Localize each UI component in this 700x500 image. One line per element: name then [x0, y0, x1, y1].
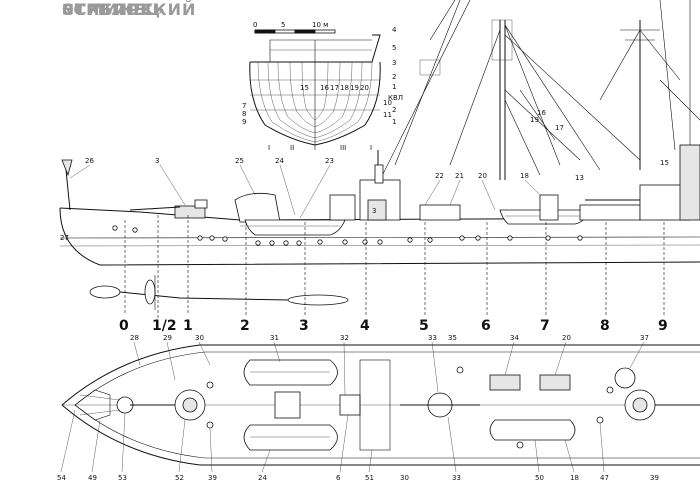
plan-label: 29	[163, 334, 172, 342]
scale-mid: 5	[281, 21, 285, 29]
stations: 0 1/2 1 2 3 4 5 6 7 8 9	[119, 215, 668, 334]
plan-label: 52	[175, 474, 184, 482]
body-plan-label: 17	[330, 84, 339, 92]
body-plan-label: 5	[392, 44, 396, 52]
body-plan-label: КВЛ	[388, 94, 403, 102]
station-number: 1	[183, 318, 193, 334]
rigging-label: 17	[555, 124, 564, 132]
side-label: 20	[478, 172, 487, 180]
title-line-1: ЭСМИНЕЦ	[62, 0, 161, 19]
body-plan-label: 11	[383, 111, 392, 119]
plan-label: 30	[400, 474, 409, 482]
body-plan-label: 9	[242, 118, 246, 126]
station-number: 1/2	[152, 318, 177, 334]
body-plan: 0 5 10 м 4 5 3 2 1 КВЛ I II III I	[242, 21, 403, 152]
side-label: 25	[235, 157, 244, 165]
plan-label: 32	[340, 334, 349, 342]
body-plan-label: 18	[340, 84, 349, 92]
plan-label: 24	[258, 474, 267, 482]
station-number: 6	[481, 318, 491, 334]
station-number: 9	[658, 318, 668, 334]
body-plan-label: 1	[392, 118, 396, 126]
plan-label: 37	[640, 334, 649, 342]
deck-plan: 28 29 30 31 32 33 35 34 20 37 54 49 53 5…	[57, 334, 700, 482]
station-number: 5	[419, 318, 429, 334]
scale-bar: 0 5 10 м	[253, 21, 336, 34]
boats	[234, 192, 591, 236]
portholes	[112, 225, 583, 246]
rigging: 16 19 17 13 15	[379, 0, 700, 182]
plan-label: 30	[195, 334, 204, 342]
side-label: 18	[520, 172, 529, 180]
side-profile: 3 26 3 25 24 23 22 21 20 18 27	[59, 144, 700, 310]
body-plan-label: 16	[320, 84, 329, 92]
plan-label: 53	[118, 474, 127, 482]
plan-label: 50	[535, 474, 544, 482]
plan-label: 33	[428, 334, 437, 342]
title-line-3: СТРЕЛОК»	[62, 0, 166, 19]
station-number: 8	[600, 318, 610, 334]
plan-label: 39	[208, 474, 217, 482]
plan-label: 34	[510, 334, 519, 342]
station-number: 4	[360, 318, 370, 334]
side-label: 24	[275, 157, 284, 165]
side-label: 3	[155, 157, 159, 165]
body-plan-label: 10	[383, 99, 392, 107]
side-label: 27	[60, 234, 69, 242]
plan-label: 31	[270, 334, 279, 342]
superstructure-label: 3	[372, 207, 376, 215]
plan-label: 20	[562, 334, 571, 342]
station-number: 7	[540, 318, 550, 334]
body-plan-label: 1	[392, 83, 396, 91]
plan-label: 47	[600, 474, 609, 482]
plan-label: 6	[336, 474, 341, 482]
plan-label: 39	[650, 474, 659, 482]
rigging-label: 13	[575, 174, 584, 182]
scale-end: 10 м	[312, 21, 328, 29]
plan-label: 18	[570, 474, 579, 482]
plan-label: 54	[57, 474, 66, 482]
body-plan-label: 19	[350, 84, 359, 92]
body-plan-label: 4	[392, 26, 397, 34]
side-label: 23	[325, 157, 334, 165]
rigging-label: 15	[660, 159, 669, 167]
side-label: 21	[455, 172, 464, 180]
body-plan-label: I	[370, 144, 372, 152]
title-line-2: «СИБИРСКИЙ	[62, 0, 197, 19]
rigging-label: 16	[537, 109, 546, 117]
body-plan-label: I	[268, 144, 270, 152]
rigging-label: 19	[530, 116, 539, 124]
plan-label: 33	[452, 474, 461, 482]
station-number: 0	[119, 318, 129, 334]
plan-label: 35	[448, 334, 457, 342]
body-plan-label: III	[340, 144, 346, 152]
scale-start: 0	[253, 21, 257, 29]
station-number: 3	[299, 318, 309, 334]
station-number: 2	[240, 318, 250, 334]
body-plan-label: II	[290, 144, 294, 152]
body-plan-label: 8	[242, 110, 246, 118]
plan-label: 49	[88, 474, 97, 482]
plan-label: 51	[365, 474, 374, 482]
propeller	[89, 275, 349, 310]
side-label: 26	[85, 157, 94, 165]
body-plan-label: 7	[242, 102, 246, 110]
body-plan-label: 20	[360, 84, 369, 92]
body-plan-label: 2	[392, 106, 396, 114]
plan-label: 28	[130, 334, 139, 342]
body-plan-label: 15	[300, 84, 309, 92]
body-plan-label: 3	[392, 59, 396, 67]
superstructure: 3	[129, 144, 700, 221]
body-plan-label: 2	[392, 73, 396, 81]
side-label: 22	[435, 172, 444, 180]
